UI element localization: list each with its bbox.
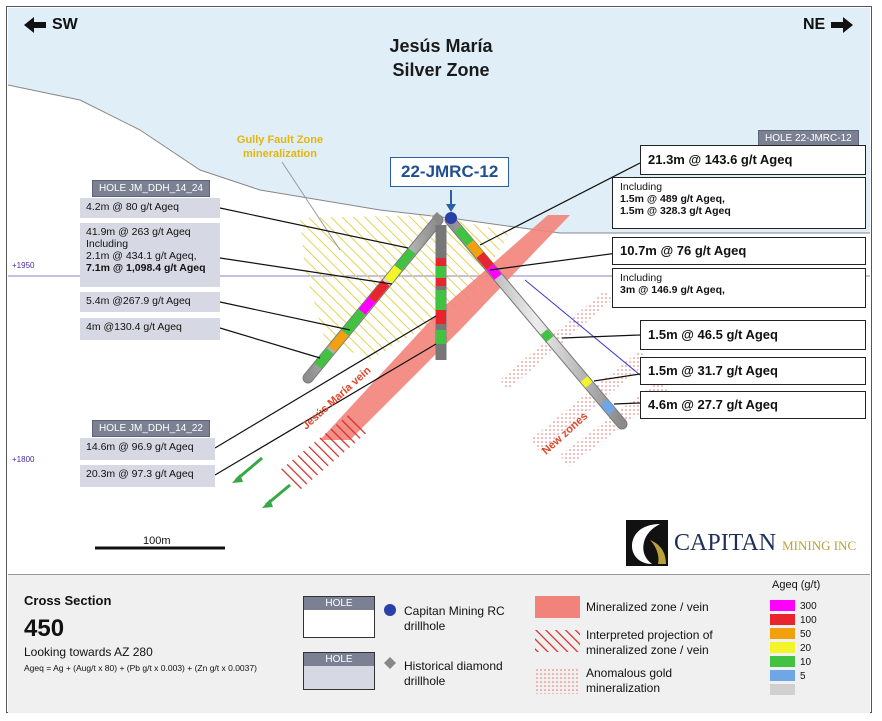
zone-swatch	[535, 596, 580, 618]
gold-legend-label: Anomalous gold mineralization	[586, 666, 673, 695]
drillhole-callout: 22-JMRC-12	[390, 157, 510, 187]
sw-direction: SW	[24, 16, 78, 34]
including-text: Including	[86, 238, 129, 250]
ageq-swatch	[770, 614, 795, 625]
left-arrow-icon	[24, 17, 46, 33]
intercept-box: 4.6m @ 27.7 g/t Ageq	[640, 391, 866, 419]
intercept-text: 41.9m @ 263 g/t Ageq	[86, 226, 191, 238]
elevation-1950: +1950	[12, 261, 35, 270]
intercept-box: 41.9m @ 263 g/t Ageq Including 2.1m @ 43…	[80, 223, 220, 287]
intercept-text: 20.3m @ 97.3 g/t Ageq	[86, 468, 194, 480]
green-arrow-1-head	[232, 474, 243, 483]
ageq-swatch	[770, 628, 795, 639]
rc-hole-swatch: HOLE	[303, 596, 375, 638]
section-number: 450	[24, 615, 65, 642]
zone-legend-label: Mineralized zone / vein	[586, 600, 709, 614]
logo-suffix: MINING INC	[782, 538, 857, 553]
hole-jm-ddh-14-24	[302, 214, 444, 384]
historical-hole-swatch: HOLE	[303, 652, 375, 690]
rc-drillhole-icon	[384, 604, 396, 616]
scale-label: 100m	[143, 535, 171, 547]
ageq-swatch	[770, 670, 795, 681]
hole-tag: HOLE	[304, 653, 374, 666]
capitan-logo: CAPITAN MINING INC	[626, 520, 856, 566]
ageq-swatch	[770, 642, 795, 653]
left-leaders	[214, 207, 437, 476]
right-arrow-icon	[831, 17, 854, 33]
historical-legend-label: Historical diamond drillhole	[404, 659, 503, 688]
gully-leader	[281, 161, 341, 251]
sw-label: SW	[52, 16, 78, 33]
intercept-text: 14.6m @ 96.9 g/t Ageq	[86, 441, 194, 453]
hole-header-14-24: HOLE JM_DDH_14_24	[92, 180, 210, 197]
green-arrow-2-head	[262, 499, 273, 508]
blue-trace	[524, 279, 641, 376]
ageq-swatch	[770, 684, 795, 695]
intercept-box: 21.3m @ 143.6 g/t Ageq	[640, 145, 866, 175]
including-text: Including	[620, 181, 663, 193]
intercept-box: 14.6m @ 96.9 g/t Ageq	[80, 438, 215, 460]
intercept-text: 4m @130.4 g/t Ageq	[86, 321, 182, 333]
ageq-value: 5	[800, 671, 806, 682]
including-text: Including	[620, 272, 663, 284]
intercept-text-bold: 1.5m @ 328.3 g/t Ageq	[620, 205, 731, 217]
intercept-text: 2.1m @ 434.1 g/t Ageq,	[86, 250, 197, 262]
intercept-text: 5.4m @267.9 g/t Ageq	[86, 295, 191, 307]
intercept-text-bold: 1.5m @ 489 g/t Ageq,	[620, 193, 725, 205]
including-box: Including 3m @ 146.9 g/t Ageq,	[612, 268, 866, 308]
logo-name: CAPITAN	[674, 529, 777, 556]
ageq-swatch	[770, 656, 795, 667]
rc-collar-icon	[445, 212, 457, 224]
intercept-box: 20.3m @ 97.3 g/t Ageq	[80, 465, 215, 487]
callout-arrow-head	[446, 204, 456, 212]
gold-anomaly-2	[530, 350, 648, 452]
title-line1: Jesús María	[389, 36, 493, 56]
intercept-box: 5.4m @267.9 g/t Ageq	[80, 292, 220, 312]
hole-header-14-22: HOLE JM_DDH_14_22	[92, 420, 210, 437]
historical-collar-icon	[432, 212, 442, 222]
ageq-formula: Ageq = Ag + (Aug/t x 80) + (Pb g/t x 0.0…	[24, 663, 257, 673]
gully-label: Gully Fault Zone mineralization	[236, 134, 324, 160]
ageq-value: 100	[800, 615, 817, 626]
intercept-box: 1.5m @ 46.5 g/t Ageq	[640, 320, 866, 350]
hole-tag: HOLE	[304, 597, 374, 610]
ageq-value: 10	[800, 657, 812, 668]
gold-swatch	[535, 668, 580, 694]
vein-projection	[280, 412, 370, 490]
projection-swatch	[535, 630, 580, 652]
including-box: Including 1.5m @ 489 g/t Ageq, 1.5m @ 32…	[612, 177, 866, 229]
section-label: Cross Section	[24, 593, 112, 608]
intercept-box: 1.5m @ 31.7 g/t Ageq	[640, 357, 866, 385]
topography-line	[7, 84, 870, 234]
rc-legend-label: Capitan Mining RC drillhole	[404, 604, 505, 633]
intercept-box: 10.7m @ 76 g/t Ageq	[612, 237, 866, 265]
logo-mark-icon	[626, 520, 668, 566]
looking-direction: Looking towards AZ 280	[24, 645, 153, 659]
intercept-text: 4.2m @ 80 g/t Ageq	[86, 201, 179, 213]
ageq-value: 50	[800, 629, 812, 640]
title-line2: Silver Zone	[392, 60, 490, 80]
ageq-value: 20	[800, 643, 812, 654]
intercept-text-bold: 3m @ 146.9 g/t Ageq,	[620, 284, 725, 296]
ne-label: NE	[803, 16, 826, 33]
hole-22-jmrc-12	[444, 214, 628, 430]
legend-panel	[8, 574, 870, 713]
historical-drillhole-icon	[384, 657, 396, 669]
hole-jm-ddh-14-22	[435, 225, 447, 360]
elevation-1800: +1800	[12, 455, 35, 464]
projection-legend-label: Interpreted projection of mineralized zo…	[586, 628, 713, 657]
ageq-value: 300	[800, 601, 817, 612]
intercept-text-bold: 7.1m @ 1,098.4 g/t Ageq	[86, 262, 206, 274]
ne-direction: NE	[803, 16, 854, 34]
ageq-scale-title: Ageq (g/t)	[772, 579, 821, 591]
intercept-box: 4.2m @ 80 g/t Ageq	[80, 198, 220, 218]
intercept-box: 4m @130.4 g/t Ageq	[80, 318, 220, 340]
ageq-swatch	[770, 600, 795, 611]
